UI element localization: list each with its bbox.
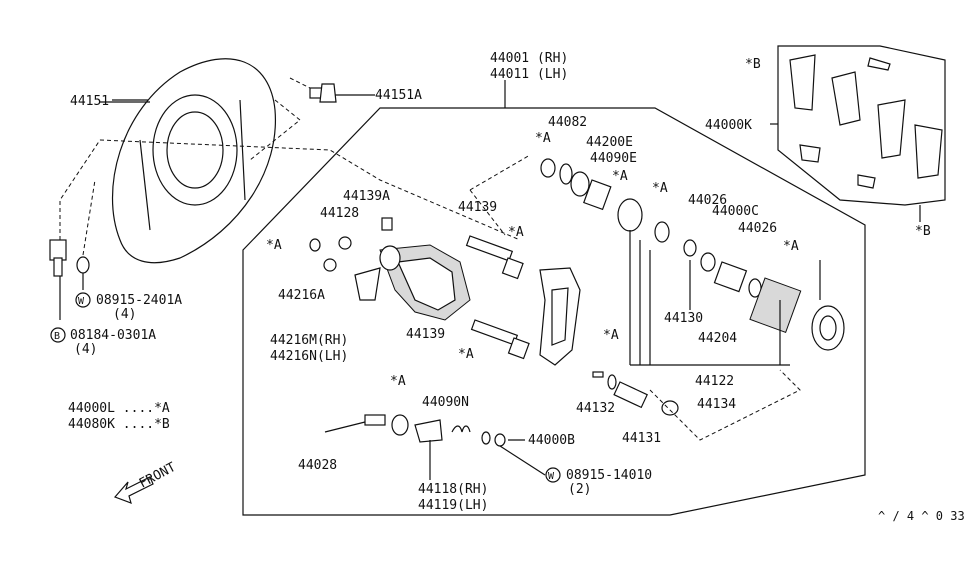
label-starA-44132: *A [603, 328, 619, 343]
bolt-circle-b1 [50, 327, 66, 343]
label-starB-top: *B [745, 57, 761, 72]
label-44028: 44028 [298, 458, 337, 473]
label-44139A: 44139A [343, 189, 390, 204]
label-44132: 44132 [576, 401, 615, 416]
legend-44080K: 44080K ....*B [68, 417, 170, 432]
label-08915-14010: 08915-14010 [566, 468, 652, 483]
w-circle-letter-1: W [78, 296, 85, 307]
label-44122: 44122 [695, 374, 734, 389]
label-44090N: 44090N [422, 395, 469, 410]
leader-lines [59, 80, 921, 480]
label-44151: 44151 [70, 94, 109, 109]
label-44118: 44118(RH) [418, 482, 488, 497]
backing-plate-44151 [111, 58, 277, 264]
washer-circle-w1 [75, 292, 91, 308]
front-label: FRONT [137, 460, 179, 492]
label-44000C: 44000C [712, 204, 759, 219]
label-44139b: 44139 [406, 327, 445, 342]
label-08915-14010-qty: (2) [568, 482, 591, 497]
diagram-code: ^ / 4 ^ 0 33 [878, 509, 965, 523]
brake-pads [789, 54, 943, 189]
label-starA-44082: *A [535, 131, 551, 146]
label-starB-bottom: *B [915, 224, 931, 239]
front-arrow-icon [113, 476, 154, 504]
pad-kit-outline [777, 45, 946, 206]
legend-44000L: 44000L ....*A [68, 401, 170, 416]
label-44216N: 44216N(LH) [270, 349, 348, 364]
label-44000B: 44000B [528, 433, 575, 448]
adjuster-parts [592, 371, 679, 416]
label-starA-44139b: *A [458, 347, 474, 362]
label-44011: 44011 (LH) [490, 67, 568, 82]
label-44134: 44134 [697, 397, 736, 412]
lower-parts [364, 414, 506, 447]
label-44139a: 44139 [458, 200, 497, 215]
slide-pin-upper [465, 235, 524, 280]
label-08184-0301A-qty: (4) [74, 342, 97, 357]
label-08915-2401A: 08915-2401A [96, 293, 182, 308]
label-starA-44090E: *A [612, 169, 628, 184]
caliper-assembly-outline [242, 107, 866, 516]
label-starA-lower: *A [390, 374, 406, 389]
washer-circle-w2 [545, 467, 561, 483]
label-starA-44026: *A [652, 181, 668, 196]
washer-08915 [76, 256, 90, 274]
label-44130: 44130 [664, 311, 703, 326]
slide-pin-lower [470, 319, 530, 360]
label-08184-0301A: 08184-0301A [70, 328, 156, 343]
label-44128: 44128 [320, 206, 359, 221]
label-44082: 44082 [548, 115, 587, 130]
label-44216A: 44216A [278, 288, 325, 303]
label-44204: 44204 [698, 331, 737, 346]
bolt-08184 [49, 239, 67, 277]
bleeder-44128 [338, 236, 352, 250]
bolt-44151A [309, 83, 337, 103]
label-starA-44026b: *A [783, 239, 799, 254]
label-44119: 44119(LH) [418, 498, 488, 513]
label-44216M: 44216M(RH) [270, 333, 348, 348]
label-44151A: 44151A [375, 88, 422, 103]
label-44000K: 44000K [705, 118, 752, 133]
piston-seal-stack [540, 158, 845, 351]
label-44131: 44131 [622, 431, 661, 446]
label-44026a: 44026 [688, 193, 727, 208]
bracket-44216 [354, 267, 381, 301]
caliper-body [379, 244, 471, 321]
label-44026b: 44026 [738, 221, 777, 236]
bolt-44216A [323, 258, 337, 272]
b-circle-letter-1: B [54, 331, 60, 342]
label-starA-44139: *A [508, 225, 524, 240]
bleeder-cap-44139A [381, 217, 393, 231]
label-44001: 44001 (RH) [490, 51, 568, 66]
label-starA-left: *A [266, 238, 282, 253]
label-44090E: 44090E [590, 151, 637, 166]
torque-member [539, 267, 581, 366]
label-44200E: 44200E [586, 135, 633, 150]
label-08915-2401A-qty: (4) [113, 307, 136, 322]
w-circle-letter-2: W [548, 471, 555, 482]
